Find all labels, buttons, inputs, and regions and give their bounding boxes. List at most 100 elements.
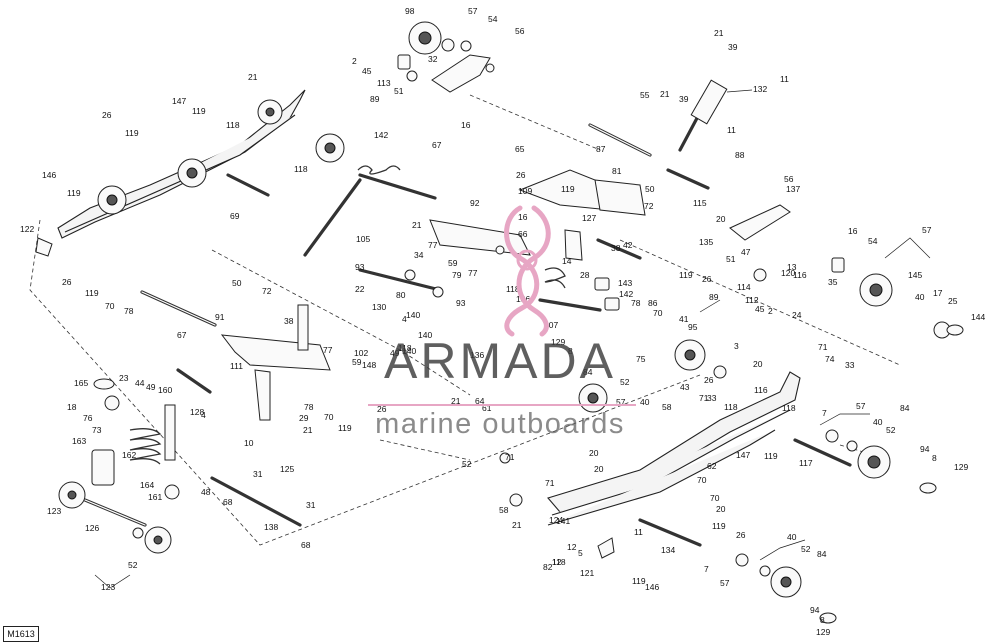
callout-number: 82 — [543, 562, 553, 572]
callout-number: 21 — [512, 520, 522, 530]
callout-number: 130 — [372, 302, 386, 312]
callout-number: 31 — [306, 500, 316, 510]
callout-number: 54 — [488, 14, 498, 24]
callout-number: 70 — [710, 493, 720, 503]
callout-number: 20 — [716, 504, 726, 514]
callout-number: 34 — [414, 250, 424, 260]
callout-number: 119 — [764, 451, 778, 461]
callout-number: 140 — [402, 346, 416, 356]
callout-number: 21 — [451, 396, 461, 406]
callout-number: 11 — [634, 527, 643, 537]
callout-number: 20 — [753, 359, 763, 369]
callout-number: 126 — [85, 523, 99, 533]
callout-number: 114 — [737, 282, 751, 292]
callout-number: 13 — [787, 262, 797, 272]
callout-number: 160 — [158, 385, 172, 395]
callout-number: 128 — [190, 407, 204, 417]
callout-number: 26 — [516, 170, 526, 180]
callout-number: 146 — [42, 170, 56, 180]
callout-number: 20 — [716, 214, 726, 224]
callout-number: 26 — [102, 110, 112, 120]
leader-lines — [94, 89, 931, 589]
callout-number: 162 — [122, 450, 136, 460]
callout-number: 48 — [201, 487, 211, 497]
callout-number: 64 — [475, 396, 485, 406]
callout-number: 92 — [470, 198, 480, 208]
callout-number: 26 — [736, 530, 746, 540]
callout-number: 115 — [693, 198, 707, 208]
callout-number: 71 — [818, 342, 828, 352]
callout-number: 140 — [406, 310, 420, 320]
callout-number: 127 — [582, 213, 596, 223]
callout-number: 2 — [352, 56, 357, 66]
callout-number: 112 — [745, 295, 759, 305]
callout-number: 73 — [92, 425, 102, 435]
callout-number: 161 — [148, 492, 162, 502]
callout-number: 67 — [177, 330, 187, 340]
callout-number: 141 — [556, 516, 570, 526]
callout-number: 68 — [223, 497, 233, 507]
callout-number: 70 — [697, 475, 707, 485]
callout-number: 116 — [793, 270, 807, 280]
callout-number: 52 — [801, 544, 811, 554]
callout-number: 45 — [755, 304, 765, 314]
callout-number: 93 — [355, 262, 365, 272]
callout-number: 71 — [505, 452, 515, 462]
callout-number: 71 — [545, 478, 555, 488]
callout-number: 123 — [101, 582, 115, 592]
callout-number: 86 — [648, 298, 658, 308]
callout-number: 78 — [631, 298, 641, 308]
callout-number: 117 — [799, 458, 813, 468]
callout-number: 77 — [468, 268, 478, 278]
callout-number: 138 — [264, 522, 278, 532]
callout-number: 78 — [304, 402, 314, 412]
callout-number: 57 — [720, 578, 730, 588]
callout-number: 54 — [868, 236, 878, 246]
callout-number: 121 — [580, 568, 594, 578]
callout-number: 129 — [954, 462, 968, 472]
callout-number: 105 — [356, 234, 370, 244]
callout-number: 95 — [688, 322, 698, 332]
callout-number: 81 — [612, 166, 622, 176]
callout-number: 40 — [787, 532, 797, 542]
assembly-dashed-lines — [29, 94, 901, 546]
callout-number: 26 — [377, 404, 387, 414]
callout-number: 51 — [726, 254, 736, 264]
callout-number: 38 — [284, 316, 294, 326]
callout-number: 77 — [428, 240, 438, 250]
callout-number: 17 — [933, 288, 943, 298]
callout-number: 58 — [499, 505, 509, 515]
callout-number: 148 — [362, 360, 376, 370]
callout-number: 69 — [230, 211, 240, 221]
callout-number: 89 — [370, 94, 380, 104]
callout-number: 129 — [551, 337, 565, 347]
callout-number: 87 — [596, 144, 606, 154]
callout-number: 22 — [355, 284, 365, 294]
callout-number: 39 — [679, 94, 689, 104]
callout-number: 119 — [192, 106, 206, 116]
callout-number: 16 — [518, 212, 528, 222]
callout-number: 89 — [709, 292, 719, 302]
callout-number: 118 — [552, 557, 566, 567]
callout-number: 12 — [567, 542, 577, 552]
callout-number: 118 — [724, 402, 738, 412]
callout-number: 113 — [377, 78, 391, 88]
callout-number: 145 — [908, 270, 922, 280]
callout-number: 12 — [552, 557, 562, 567]
callout-number: 8 — [932, 453, 937, 463]
callout-number: 76 — [83, 413, 93, 423]
callout-number: 125 — [280, 464, 294, 474]
callout-number: 164 — [140, 480, 154, 490]
callout-number: 66 — [518, 229, 528, 239]
callout-number: 11 — [727, 125, 736, 135]
callout-number: 47 — [741, 247, 751, 257]
callout-number: 118 — [398, 343, 412, 353]
callout-number: 45 — [362, 66, 372, 76]
callout-number: 122 — [20, 224, 34, 234]
figure-code: M1613 — [3, 626, 39, 642]
callout-number: 21 — [412, 220, 422, 230]
callout-number: 51 — [394, 86, 404, 96]
callout-number: 57 — [616, 397, 626, 407]
callout-number: 5 — [578, 548, 583, 558]
